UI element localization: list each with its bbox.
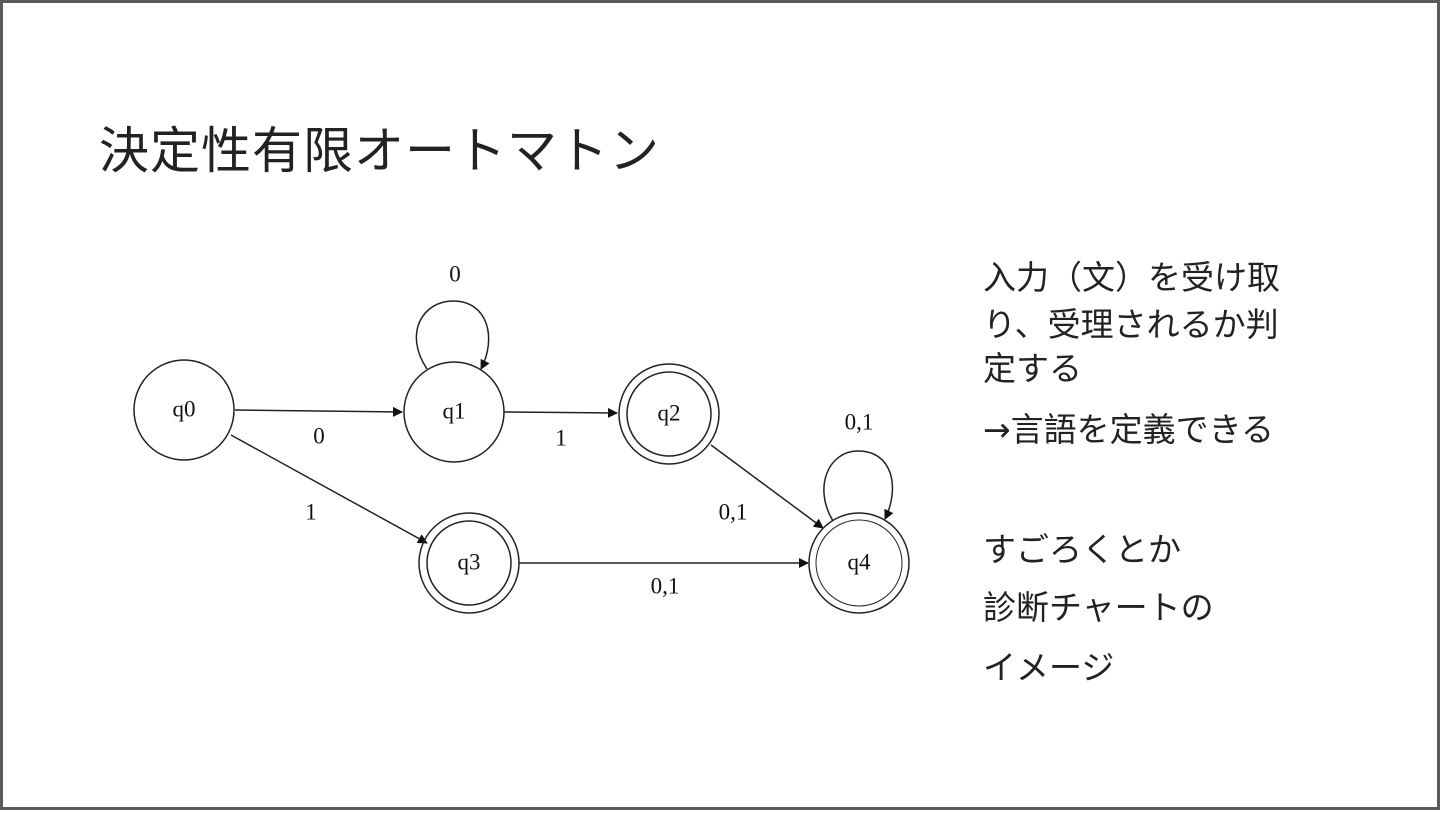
edge-q0-q3 bbox=[230, 434, 428, 544]
svg-text:q0: q0 bbox=[173, 396, 196, 421]
state-q2: q2 bbox=[618, 363, 720, 465]
svg-text:q3: q3 bbox=[458, 549, 481, 574]
state-q3: q3 bbox=[418, 512, 520, 614]
note-line: 定する bbox=[983, 349, 1082, 388]
note-line: り、受理されるか判 bbox=[983, 305, 1279, 344]
note-line: 診断チャートの bbox=[983, 588, 1214, 627]
edge-label: 0,1 bbox=[845, 409, 874, 434]
edge-q0-q1 bbox=[234, 406, 403, 417]
svg-text:q2: q2 bbox=[658, 400, 681, 425]
state-q4: q4 bbox=[808, 512, 910, 614]
note-line: 入力（文）を受け取 bbox=[983, 258, 1280, 297]
edge-label: 0,1 bbox=[719, 499, 748, 524]
edge-q4-loop bbox=[823, 450, 894, 522]
note-line: すごろくとか bbox=[983, 530, 1181, 569]
edge-label: 1 bbox=[305, 499, 317, 524]
automaton-diagram: 0 0 1 1 0,1 0,1 0,1 q0 q1 q2 q3 bbox=[133, 261, 910, 614]
slide-title: 決定性有限オートマトン bbox=[99, 122, 660, 180]
svg-text:q1: q1 bbox=[443, 398, 466, 423]
edge-q1-loop bbox=[415, 300, 490, 370]
note-line: →言語を定義できる bbox=[983, 410, 1274, 449]
svg-text:q4: q4 bbox=[848, 549, 872, 574]
edge-label: 0 bbox=[313, 423, 325, 448]
state-q0: q0 bbox=[133, 359, 235, 461]
note-line: イメージ bbox=[983, 648, 1115, 687]
edge-q1-q2 bbox=[503, 407, 618, 418]
edge-label: 0 bbox=[449, 261, 461, 286]
edge-q2-q4 bbox=[710, 444, 824, 529]
edge-label: 1 bbox=[555, 425, 567, 450]
edge-label: 0,1 bbox=[651, 573, 680, 598]
state-q1: q1 bbox=[403, 361, 505, 463]
